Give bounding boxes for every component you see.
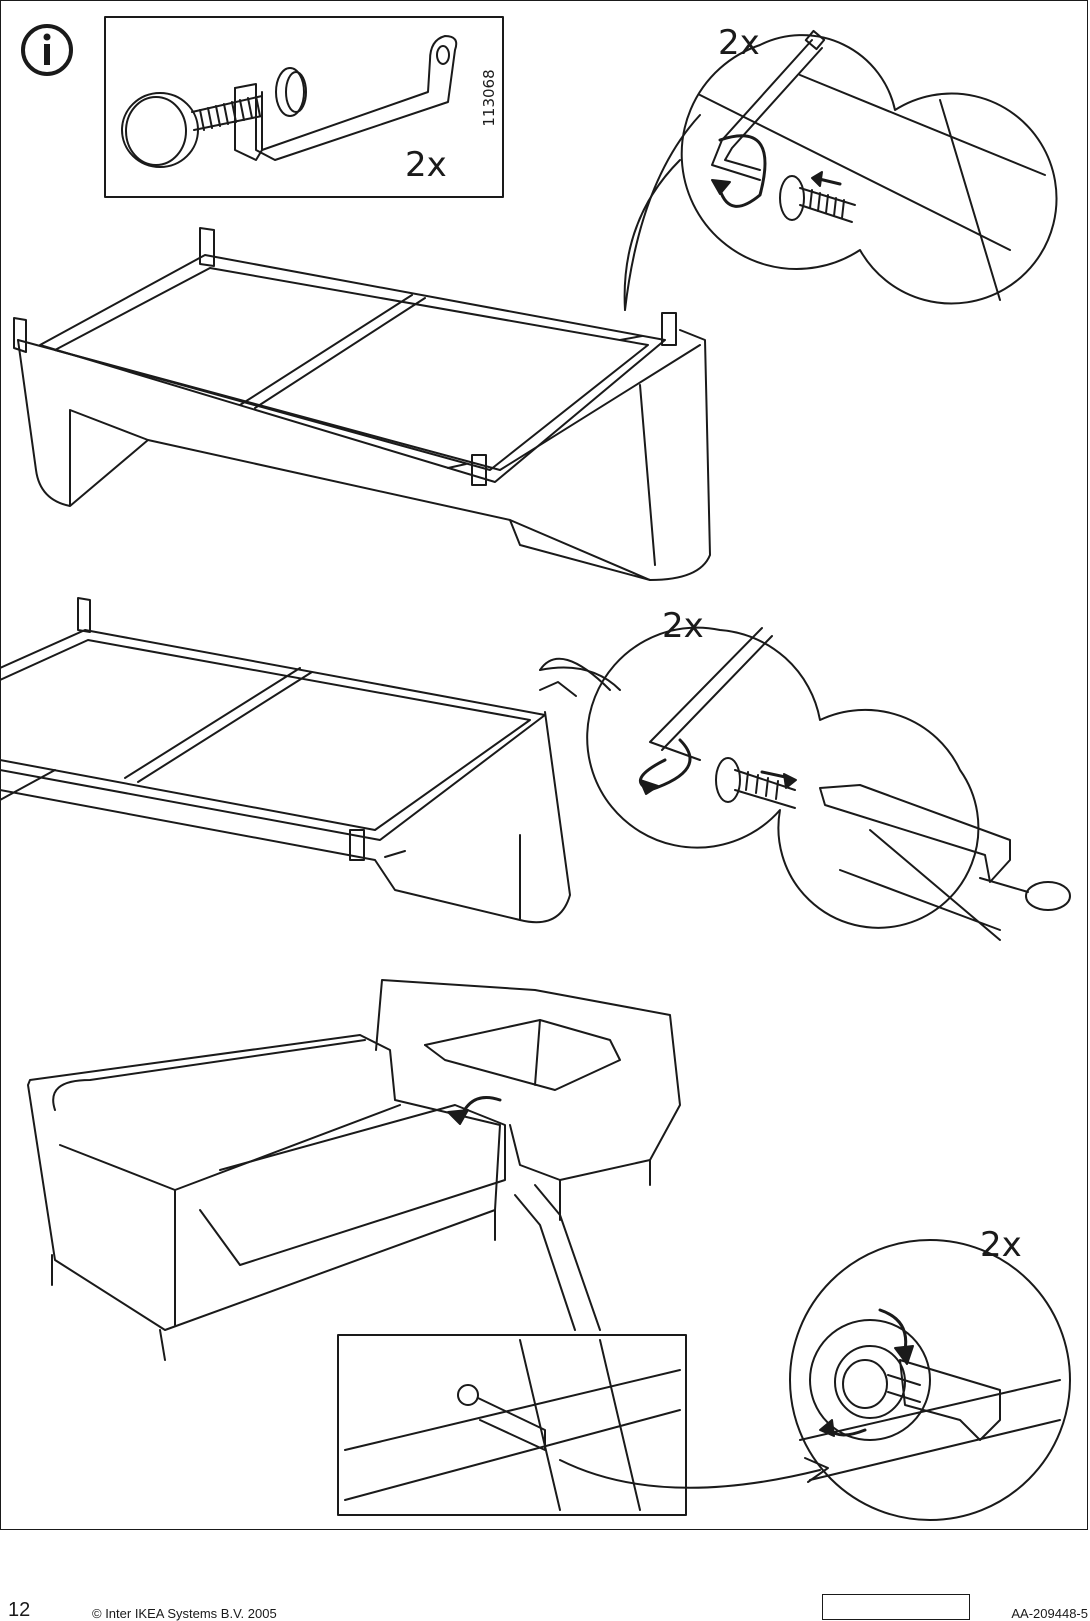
detail-circle-insert-bolt [623,29,1058,311]
step-3-quantity-label: 2x [980,1225,1022,1265]
copyright-notice: © Inter IKEA Systems B.V. 2005 [92,1606,277,1621]
assembled-sofa [27,979,681,1361]
document-code: AA-209448-5 [1011,1606,1088,1621]
step-1-quantity-label: 2x [718,23,760,63]
detail-circle-tighten-knob [789,1239,1071,1521]
sofa-base-with-brackets [0,597,577,924]
part-box [104,16,504,198]
detail-box-joint [337,1334,829,1516]
info-icon [21,24,73,76]
page-number: 12 [8,1599,31,1621]
part-quantity-label: 2x [405,145,447,185]
instruction-page-frame [0,0,1088,1530]
part-number-label: 113068 [480,69,498,126]
sofa-base-upside-down [13,227,711,581]
blank-label-box [822,1594,970,1620]
detail-circle-attach-bracket [539,626,1071,941]
step-2-quantity-label: 2x [662,606,704,646]
